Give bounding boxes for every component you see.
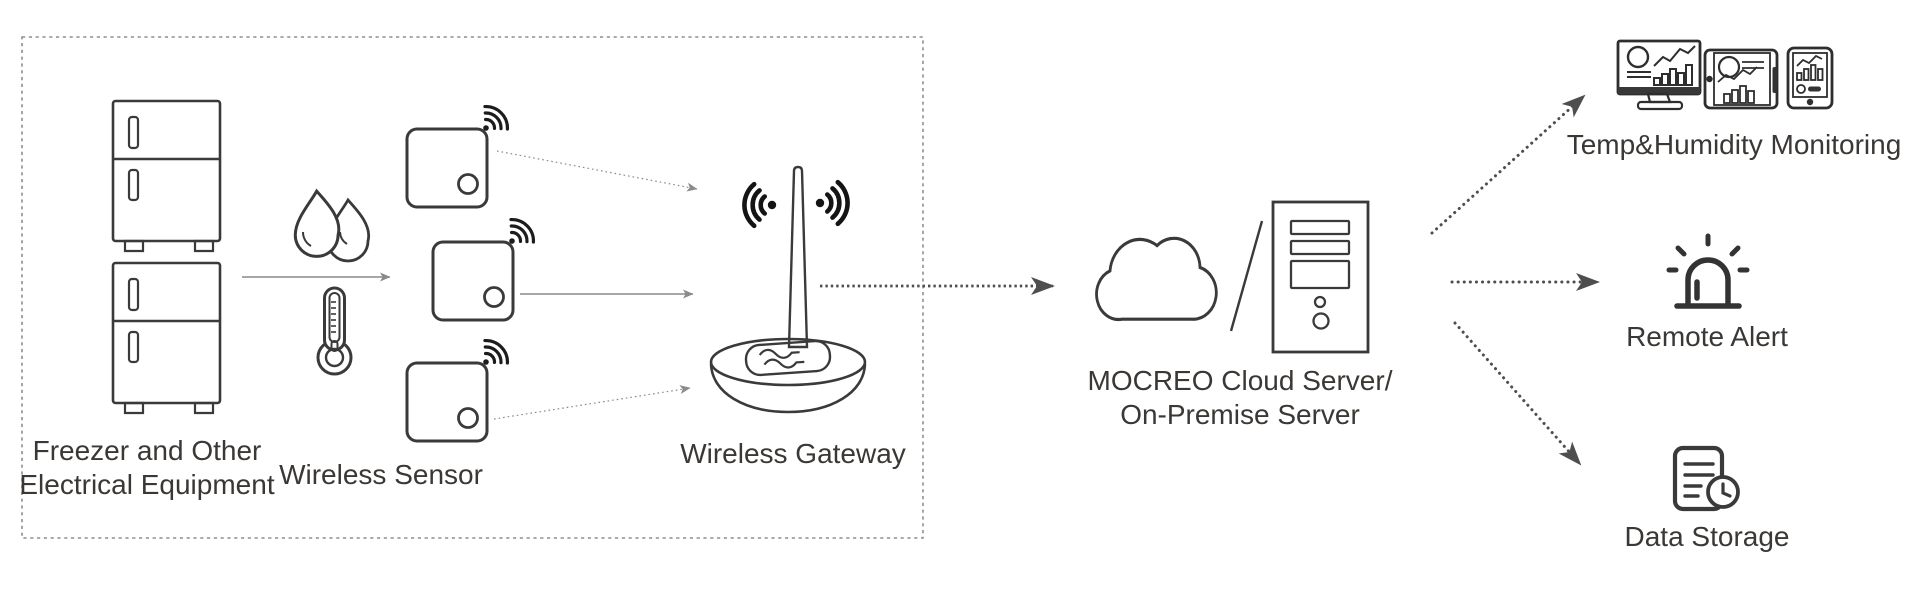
wifi-signal-icon <box>815 179 850 227</box>
server-label-line2: On-Premise Server <box>1120 399 1360 430</box>
wireless-sensor-icon <box>405 338 510 443</box>
document-clock-icon <box>1672 445 1740 512</box>
phone-icon <box>1786 46 1834 110</box>
arrow-sensor1-to-gateway <box>496 150 698 192</box>
tablet-icon <box>1703 48 1779 110</box>
arrow-sensor3-to-gateway <box>493 385 691 420</box>
wifi-signal-icon <box>483 104 510 131</box>
wireless-sensor-icon <box>431 217 536 322</box>
wireless-sensor-icon <box>405 104 510 209</box>
arrow-server-to-monitoring <box>1430 94 1586 235</box>
site-dashed-boundary <box>21 36 924 539</box>
temp-humidity-monitoring-label: Temp&Humidity Monitoring <box>1566 129 1902 160</box>
remote-alert-label: Remote Alert <box>1626 321 1788 352</box>
wireless-gateway-icon <box>709 165 867 414</box>
water-drops-icon <box>293 188 371 263</box>
equipment-label-line1: Freezer and Other <box>32 435 262 466</box>
monitoring-devices-icon <box>1616 39 1834 111</box>
wifi-signal-icon <box>742 181 777 229</box>
cloud-server-group <box>1095 200 1370 354</box>
siren-alert-icon <box>1666 233 1750 309</box>
equipment-label: Freezer and Other Electrical Equipment <box>6 434 288 502</box>
wifi-signal-icon <box>509 217 536 244</box>
server-label: MOCREO Cloud Server/ On-Premise Server <box>1079 364 1401 432</box>
wifi-signal-icon <box>483 338 510 365</box>
data-storage-label: Data Storage <box>1624 521 1790 552</box>
cloud-icon <box>1095 236 1218 322</box>
freezer-icon <box>111 261 222 415</box>
thermometer-icon <box>316 286 353 376</box>
server-label-line1: MOCREO Cloud Server/ <box>1087 365 1393 396</box>
server-tower-icon <box>1271 200 1370 354</box>
arrow-server-to-data-storage <box>1453 321 1582 466</box>
wireless-sensor-label: Wireless Sensor <box>279 459 483 490</box>
slash-divider <box>1229 220 1264 332</box>
freezer-icon <box>111 99 222 253</box>
equipment-label-line2: Electrical Equipment <box>19 469 275 500</box>
monitor-icon <box>1616 39 1702 111</box>
wireless-gateway-label: Wireless Gateway <box>680 438 906 469</box>
